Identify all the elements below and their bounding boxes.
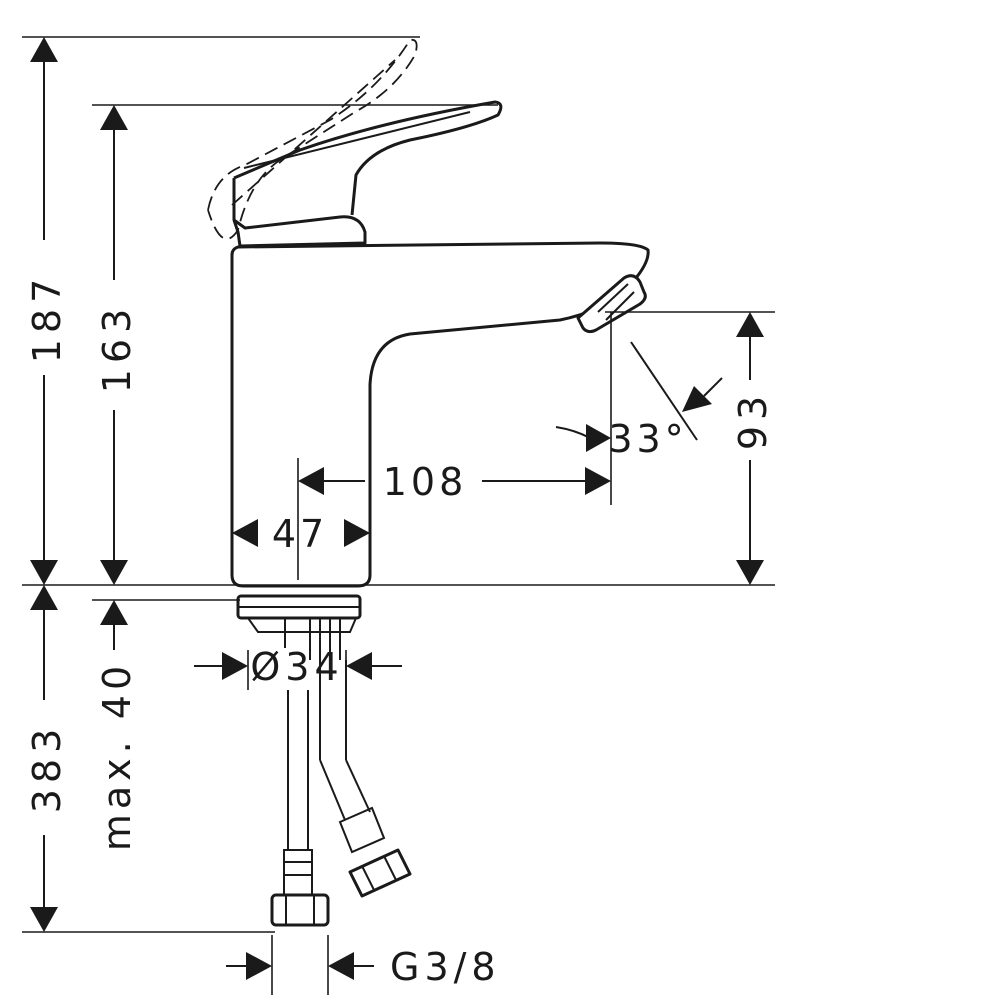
dimension-diameter-34: Ø34: [194, 645, 402, 689]
dim-label-93: 93: [731, 390, 775, 450]
dim-label-108: 108: [383, 460, 468, 504]
lever-handle: [232, 100, 503, 248]
extension-lines: [22, 36, 775, 995]
dimension-47: 47: [232, 512, 370, 556]
dimension-108: 108: [298, 460, 611, 504]
mounting-hardware: [236, 594, 362, 660]
aerator: [576, 274, 647, 334]
dim-label-diameter-34: Ø34: [250, 645, 343, 689]
dimension-g3-8: G3/8: [226, 945, 501, 989]
dimension-93: 93: [731, 312, 775, 585]
dim-label-383: 383: [25, 723, 69, 814]
dim-label-187: 187: [25, 273, 69, 364]
dimension-383: 383: [25, 585, 69, 932]
faucet-body: [207, 38, 650, 588]
dim-label-max-40: max. 40: [95, 661, 139, 851]
dimension-163: 163: [95, 105, 139, 585]
dim-label-163: 163: [95, 303, 139, 394]
dimension-max-40: max. 40: [95, 600, 139, 851]
dim-label-47: 47: [272, 512, 328, 556]
dim-label-g3-8: G3/8: [390, 945, 501, 989]
dimension-187: 187: [25, 37, 69, 585]
dim-label-angle-33: 33°: [608, 417, 687, 461]
supply-hoses: [270, 660, 412, 927]
dimension-angle-33: 33°: [555, 341, 723, 461]
